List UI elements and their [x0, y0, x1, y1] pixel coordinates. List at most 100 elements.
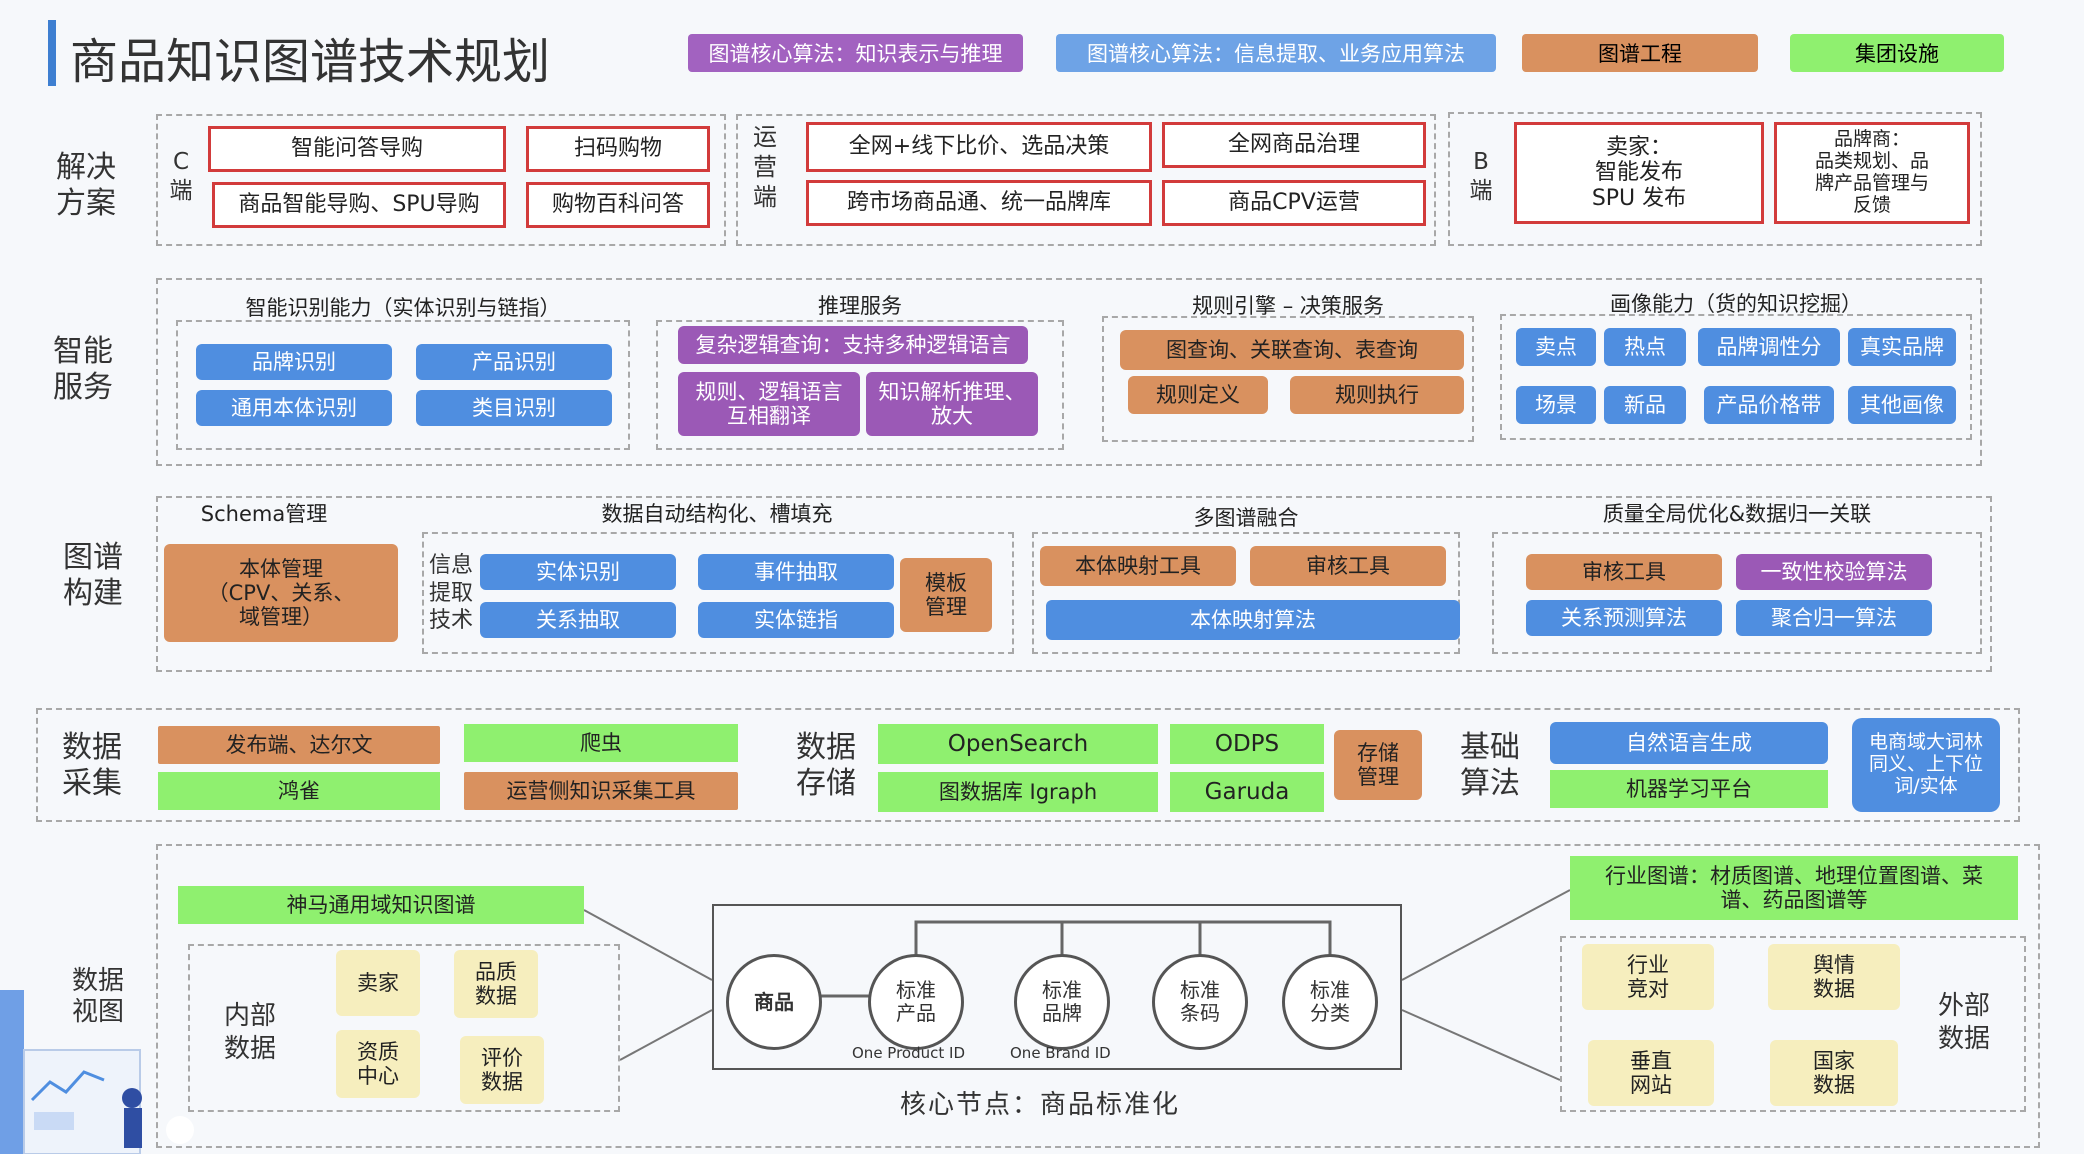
service-profile-title: 画像能力（货的知识挖掘）: [1610, 292, 1862, 316]
decorative-illustration: [0, 990, 194, 1154]
solution-c-item: 购物百科问答: [526, 182, 710, 228]
view-external-item: 行业 竞对: [1582, 944, 1714, 1010]
solution-ops-item: 跨市场商品通、统一品牌库: [806, 180, 1152, 226]
algo-item: 电商域大词林 同义、上下位 词/实体: [1852, 718, 2000, 812]
storage-item: 图数据库 Igraph: [878, 772, 1158, 812]
build-auto-item: 事件抽取: [698, 554, 894, 590]
build-fusion-item: 本体映射工具: [1040, 546, 1236, 586]
algo-item: 机器学习平台: [1550, 770, 1828, 808]
view-external-label: 外部 数据: [1937, 991, 1990, 1054]
page-title: 商品知识图谱技术规划: [70, 34, 551, 90]
row-label-solution: 解决 方案: [56, 150, 116, 221]
row-label-service: 智能 服务: [53, 334, 113, 405]
build-quality-title: 质量全局优化&数据归一关联: [1602, 502, 1872, 526]
build-auto-item: 模板 管理: [900, 558, 992, 632]
service-profile-item: 卖点: [1516, 328, 1596, 366]
storage-item: ODPS: [1170, 724, 1324, 764]
core-node: 标准 产品: [868, 954, 964, 1050]
build-quality-group: [1492, 532, 1982, 654]
solution-ops-group: [736, 114, 1436, 246]
storage-item: Garuda: [1170, 772, 1324, 812]
build-quality-item: 一致性校验算法: [1736, 554, 1932, 590]
build-quality-item: 关系预测算法: [1526, 600, 1722, 636]
build-auto-item: 关系抽取: [480, 602, 676, 638]
core-node: 标准 条码: [1152, 954, 1248, 1050]
service-profile-item: 热点: [1604, 328, 1686, 366]
service-profile-group: [1500, 314, 1972, 440]
service-recog-item: 品牌识别: [196, 344, 392, 380]
service-rule-item: 规则定义: [1128, 376, 1268, 414]
service-infer-item: 规则、逻辑语言 互相翻译: [678, 372, 860, 436]
view-general-kg: 神马通用域知识图谱: [178, 886, 584, 924]
build-auto-item: 实体识别: [480, 554, 676, 590]
core-caption: 核心节点：商品标准化: [900, 1090, 1181, 1120]
solution-b-group: [1448, 112, 1982, 246]
solution-ops-item: 全网+线下比价、选品决策: [806, 122, 1152, 172]
build-extract-label: 信息 提取 技术: [428, 553, 473, 633]
build-outer: [156, 496, 1992, 672]
view-internal-item: 评价 数据: [460, 1036, 544, 1104]
service-recog-item: 类目识别: [416, 390, 612, 426]
build-schema-item: 本体管理 （CPV、关系、 域管理）: [164, 544, 398, 642]
service-profile-item: 产品价格带: [1704, 386, 1834, 424]
legend-blue: 图谱核心算法：信息提取、业务应用算法: [1056, 34, 1496, 72]
core-node-product: 商品: [726, 954, 822, 1050]
service-rule-group: [1102, 316, 1474, 442]
solution-ops-item: 商品CPV运营: [1162, 180, 1426, 226]
storage-label: 数据 存储: [796, 730, 856, 801]
view-external-item: 垂直 网站: [1588, 1040, 1714, 1106]
build-auto-group: [422, 532, 1014, 654]
service-profile-item: 场景: [1516, 386, 1596, 424]
service-recog-group: [176, 320, 630, 450]
collect-outer: [36, 708, 2020, 822]
view-external-group: [1560, 936, 2026, 1112]
storage-item: OpenSearch: [878, 724, 1158, 764]
service-infer-title: 推理服务: [818, 294, 902, 318]
solution-b-item: 卖家： 智能发布 SPU 发布: [1514, 122, 1764, 224]
algo-item: 自然语言生成: [1550, 722, 1828, 764]
solution-b-item: 品牌商： 品类规划、品 牌产品管理与 反馈: [1774, 122, 1970, 224]
core-node: 标准 分类: [1282, 954, 1378, 1050]
solution-c-item: 商品智能导购、SPU导购: [212, 182, 506, 228]
collect-item: 运营侧知识采集工具: [464, 772, 738, 810]
service-rule-item: 图查询、关联查询、表查询: [1120, 330, 1464, 370]
solution-c-item: 智能问答导购: [208, 126, 506, 172]
view-internal-label: 内部 数据: [223, 1001, 276, 1064]
service-profile-item: 品牌调性分: [1698, 328, 1840, 366]
service-profile-item: 其他画像: [1848, 386, 1956, 424]
legend-orange: 图谱工程: [1522, 34, 1758, 72]
row-label-view: 数据 视图: [71, 966, 124, 1028]
legend-purple: 图谱核心算法：知识表示与推理: [688, 34, 1023, 72]
title-accent-bar: [48, 20, 56, 86]
core-node-caption: One Brand ID: [1010, 1044, 1111, 1062]
collect-item: 鸿雀: [158, 772, 440, 810]
view-internal-item: 品质 数据: [454, 950, 538, 1018]
build-fusion-title: 多图谱融合: [1193, 506, 1299, 530]
build-fusion-item: 本体映射算法: [1046, 600, 1460, 640]
build-quality-item: 聚合归一算法: [1736, 600, 1932, 636]
build-schema-title: Schema管理: [200, 502, 328, 526]
legend-green: 集团设施: [1790, 34, 2004, 72]
solution-c-label: C 端: [169, 149, 193, 204]
service-infer-item: 复杂逻辑查询：支持多种逻辑语言: [678, 326, 1028, 364]
service-profile-item: 新品: [1604, 386, 1686, 424]
view-outer: [156, 844, 2040, 1148]
solution-c-item: 扫码购物: [526, 126, 710, 172]
service-recog-item: 产品识别: [416, 344, 612, 380]
view-external-item: 国家 数据: [1770, 1040, 1898, 1106]
build-auto-item: 实体链指: [698, 602, 894, 638]
solution-c-group: [156, 114, 726, 246]
solution-b-label: B 端: [1469, 149, 1493, 204]
row-label-build: 图谱 构建: [63, 540, 123, 611]
build-fusion-item: 审核工具: [1250, 546, 1446, 586]
service-rule-item: 规则执行: [1290, 376, 1464, 414]
solution-ops-item: 全网商品治理: [1162, 122, 1426, 168]
core-node-caption: One Product ID: [852, 1044, 966, 1062]
core-node: 标准 品牌: [1014, 954, 1110, 1050]
row-label-collect: 数据 采集: [62, 730, 122, 801]
service-recog-item: 通用本体识别: [196, 390, 392, 426]
algo-label: 基础 算法: [1460, 730, 1520, 801]
collect-item: 发布端、达尔文: [158, 726, 440, 764]
view-internal-item: 资质 中心: [336, 1030, 420, 1098]
